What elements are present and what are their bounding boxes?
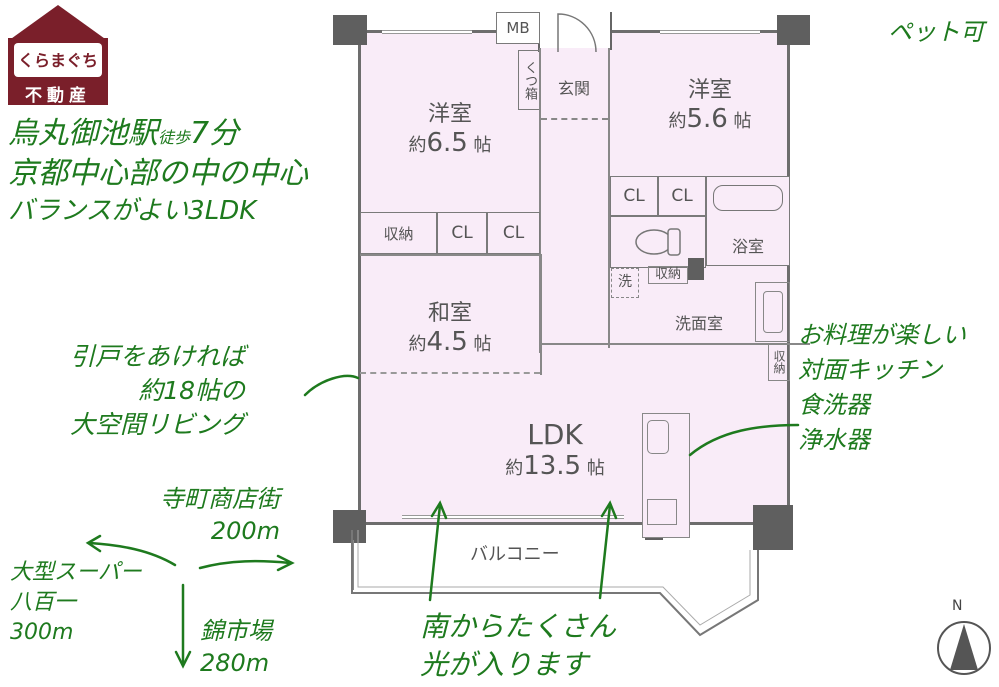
pet-allowed-note: ペット可 <box>888 18 984 46</box>
vanity-sink <box>755 282 790 342</box>
compass-north-label: N <box>952 598 963 614</box>
front-door-icon <box>557 13 597 53</box>
north-arrow-icon <box>937 621 991 675</box>
closet-4: CL <box>658 176 706 216</box>
house-roof-icon <box>8 5 108 41</box>
toilet-icon <box>635 228 681 256</box>
washer-space: 洗 <box>611 268 639 298</box>
closet-3: CL <box>610 176 658 216</box>
nishiki-annotation: 錦市場 280m <box>200 617 272 677</box>
entrance-label: 玄関 <box>558 79 591 98</box>
sunlight-annotation: 南からたくさん 光が入ります <box>420 610 617 681</box>
meter-box: MB <box>496 12 540 44</box>
logo-name-kana: くらまぐち <box>17 51 98 70</box>
balcony-outline <box>351 530 759 637</box>
western-room-1-label: 洋室 約6.5 帖 <box>408 102 492 158</box>
closet-1: CL <box>437 212 487 254</box>
compass: N <box>934 598 992 684</box>
bathroom: 浴室 <box>706 176 790 266</box>
floor-plan: MB くつ箱 玄関 洋室 約6.5 帖 洋室 約5.6 帖 収納 CL CL 和… <box>330 10 810 650</box>
storage-left: 収納 <box>360 212 437 254</box>
headline-layout: バランスがよい3LDK <box>8 196 257 226</box>
headline-station: 烏丸御池駅徒歩7分 <box>8 116 240 151</box>
logo-name-kanji: 不動産 <box>25 86 91 106</box>
western-room-2-label: 洋室 約5.6 帖 <box>668 78 752 134</box>
balcony-label: バルコニー <box>470 544 560 565</box>
logo: くらまぐち 不動産 <box>8 5 108 106</box>
kitchen-annotation: お料理が楽しい 対面キッチン 食洗器 浄水器 <box>798 321 966 454</box>
ldk-label: LDK 約13.5 帖 <box>505 418 605 481</box>
washroom-storage: 収納 <box>648 266 688 284</box>
supermarket-annotation: 大型スーパー 八百一 300m <box>10 560 142 645</box>
closet-2: CL <box>487 212 540 254</box>
headline-location: 京都中心部の中の中心 <box>8 156 308 191</box>
japanese-room-label: 和室 約4.5 帖 <box>408 301 492 357</box>
living-annotation: 引戸をあければ 約18帖の 大空間リビング <box>70 342 246 439</box>
kitchen-counter <box>642 413 690 538</box>
teramachi-annotation: 寺町商店街 200m <box>160 485 280 545</box>
washroom-label: 洗面室 <box>675 314 724 333</box>
ldk-storage: 収納 <box>768 343 790 381</box>
